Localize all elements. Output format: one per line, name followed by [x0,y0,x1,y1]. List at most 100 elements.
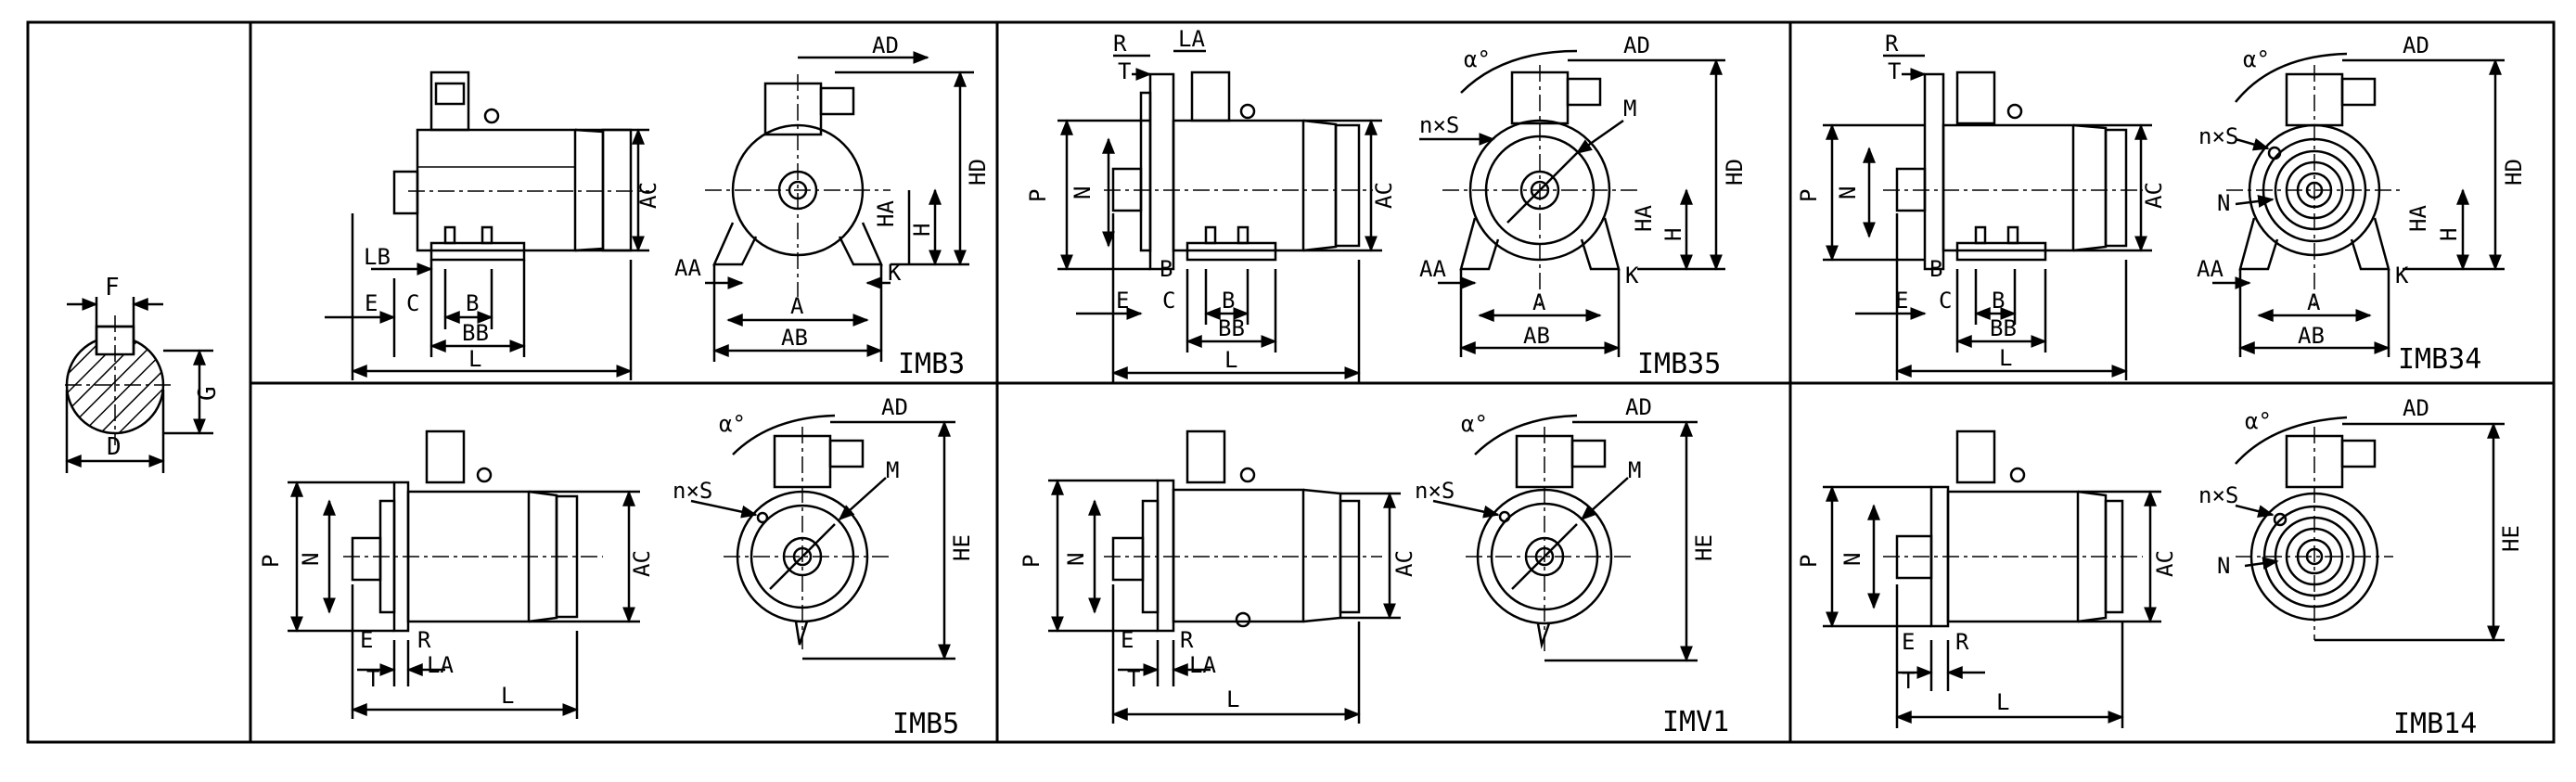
imb5-label-P: P [258,555,284,568]
imb35-label-N: N [1070,186,1096,199]
imb3-drawing [325,51,974,380]
imb14-label-HE: HE [2498,525,2524,552]
imb3-label-AC: AC [635,182,661,209]
imb3-view-label: IMB3 [898,348,965,380]
imv1-drawing [1048,414,1698,724]
imb34-label-nxS: n×S [2198,123,2238,149]
imv1-label-P: P [1019,555,1044,568]
imb5-label-R: R [417,627,431,653]
imb34-label-K: K [2395,263,2409,288]
imv1-label-nxS: n×S [1415,478,1455,504]
imb3-label-AD: AD [872,32,899,58]
imb5-dim-labels: P N AC E R T LA L α° AD n×S M HE [258,394,975,709]
imv1-label-AC: AC [1391,550,1417,577]
imb34-label-HD: HD [2501,159,2527,186]
imb35-label-T: T [1118,58,1131,84]
imb14-label-L: L [1996,689,2009,715]
imb5-drawing [288,414,955,719]
imb35-label-AB: AB [1523,323,1550,349]
imb3-label-HD: HD [965,159,991,186]
imb35-label-AC: AC [1371,182,1397,209]
imb5-label-alpha: α° [719,411,746,437]
imb5-label-N: N [298,553,324,566]
imb5-label-E: E [360,627,373,653]
imb34-drawing [1823,52,2505,380]
imb3-label-LB: LB [364,244,391,270]
label-G: G [194,386,222,401]
imv1-label-HE: HE [1691,534,1717,561]
imb34-label-B: B [1992,288,2005,314]
imb35-label-P: P [1025,189,1051,202]
imb35-label-R: R [1113,31,1127,57]
imb35-label-HA: HA [1631,205,1657,232]
imb14-label-T: T [1902,668,1915,694]
imv1-label-AD: AD [1625,394,1652,420]
imb34-label-AC: AC [2141,182,2167,209]
imb5-label-L: L [501,683,514,709]
imv1-label-L: L [1226,686,1239,712]
imv1-dim-labels: P N AC E R T LA L α° AD n×S M HE [1019,394,1717,712]
imb34-label-H: H [2436,228,2462,241]
imb3-label-BB: BB [462,320,489,346]
imb35-label-H: H [1660,228,1686,241]
imb34-label-A: A [2307,289,2321,315]
imb34-label-N-front: N [2217,190,2230,216]
imb35-label-Bsmall: B [1160,256,1173,282]
imb35-label-M: M [1623,96,1636,122]
imb14-label-AC: AC [2152,550,2178,577]
imb34-label-L: L [1999,345,2012,371]
imb35-label-nxS: n×S [1419,112,1459,138]
imb34-label-HA: HA [2405,205,2431,232]
imb3-label-E: E [365,290,378,316]
imb5-label-LA: LA [427,652,454,678]
imb14-label-R: R [1955,629,1969,655]
imb35-label-alpha: α° [1464,46,1491,72]
imb34-label-R: R [1885,31,1899,57]
imv1-label-E: E [1121,627,1134,653]
imb35-label-E: E [1116,288,1129,314]
imb14-label-nxS: n×S [2198,482,2238,508]
label-D: D [107,433,122,461]
imb3-label-B: B [466,290,479,316]
imb3-dim-labels: AC LB E C B BB L AD HD HA H AA K A AB [364,32,991,372]
imb35-view-label: IMB35 [1637,348,1721,380]
imb35-drawing [1057,49,1725,382]
imb3-label-C: C [406,290,419,316]
imv1-label-alpha: α° [1461,411,1488,437]
imb14-label-N-front: N [2217,553,2230,579]
imb14-label-alpha: α° [2245,408,2272,434]
imb34-label-Bsmall: B [1929,256,1942,282]
imb3-label-K: K [888,260,902,286]
imb14-label-AD: AD [2403,395,2429,421]
imb35-label-B: B [1222,288,1235,314]
imb5-label-HE: HE [949,534,975,561]
imb3-label-H: H [909,224,935,237]
imb35-label-AD: AD [1623,32,1650,58]
imb14-label-N: N [1839,553,1865,566]
imb5-label-AC: AC [629,550,655,577]
imv1-label-M: M [1628,457,1641,483]
imv1-label-N: N [1063,553,1089,566]
shaft-section [65,297,213,473]
imb35-label-AA: AA [1419,256,1446,282]
table-grid [26,20,2556,744]
imb34-label-C: C [1939,288,1952,314]
imb35-label-L: L [1224,347,1237,373]
imb14-dim-labels: P N AC E R T L α° AD n×S N HE [1796,395,2524,715]
imb34-label-N: N [1835,186,1861,199]
imb34-label-T: T [1888,58,1901,84]
imb34-dim-labels: R T P N AC B E C B BB L α° AD n×S N HD H… [1796,31,2527,371]
imb5-label-nxS: n×S [673,478,712,504]
imv1-view-label: IMV1 [1662,706,1729,738]
imb35-label-K: K [1625,263,1639,288]
imb35-label-HD: HD [1722,159,1748,186]
imb3-label-AB: AB [781,325,808,351]
imb5-view-label: IMB5 [892,708,959,740]
imb3-label-HA: HA [873,200,899,227]
imb35-dim-labels: R LA T P N AC B E C B BB L α° AD n×S M H… [1025,26,1748,373]
imb34-label-P: P [1796,189,1822,202]
imv1-label-LA: LA [1189,652,1216,678]
imb34-label-AA: AA [2197,256,2224,282]
